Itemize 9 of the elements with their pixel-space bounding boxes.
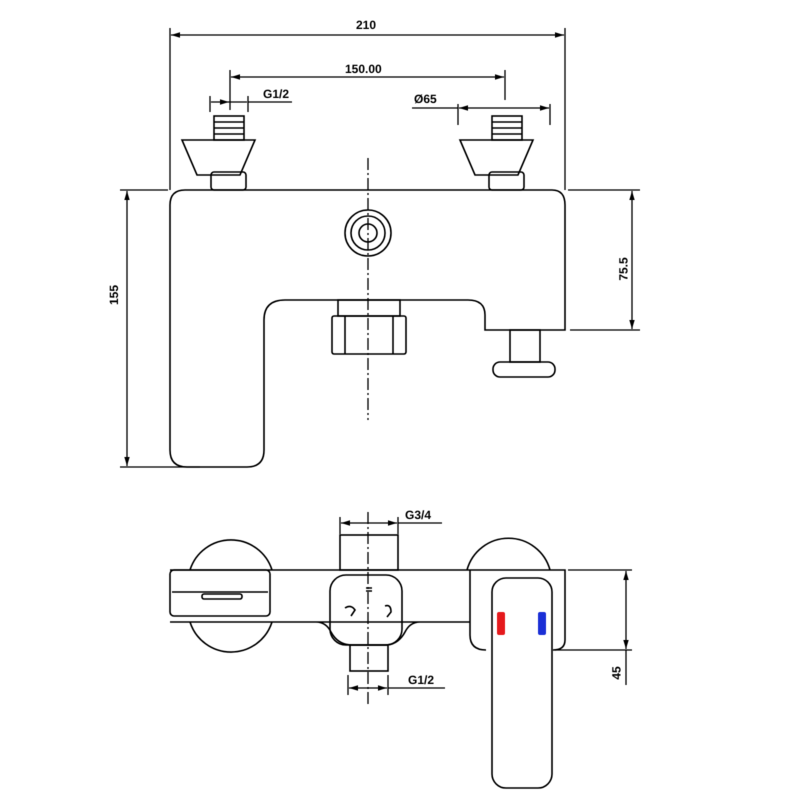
thread-size-label: G3/4: [405, 508, 432, 522]
dimension-value: 75.5: [616, 257, 631, 281]
dimension-value: 150.00: [345, 62, 382, 76]
thread-size-label: G1/2: [408, 673, 434, 687]
dimension-value: 210: [356, 18, 376, 32]
dimension-value: 45: [610, 666, 624, 680]
diameter-label: Ø65: [414, 92, 437, 106]
thread-size-label: G1/2: [263, 87, 290, 101]
dimension-value: 155: [107, 284, 122, 306]
